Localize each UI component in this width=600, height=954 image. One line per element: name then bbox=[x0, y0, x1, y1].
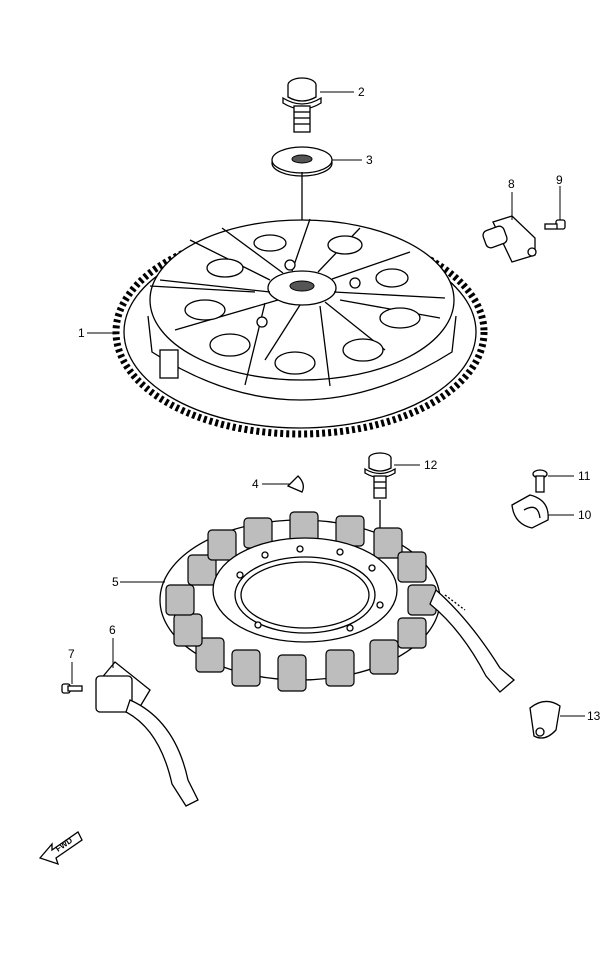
callout-9: 9 bbox=[556, 173, 563, 187]
part-9-screw[interactable] bbox=[544, 219, 566, 230]
callout-4: 4 bbox=[252, 477, 259, 491]
callout-5: 5 bbox=[112, 575, 119, 589]
callout-10: 10 bbox=[578, 508, 592, 522]
callout-3: 3 bbox=[366, 153, 373, 167]
part-10-clamp[interactable] bbox=[511, 494, 549, 529]
part-8-sensor[interactable] bbox=[482, 215, 537, 918]
callout-1: 1 bbox=[78, 326, 85, 340]
callout-2: 2 bbox=[358, 85, 365, 99]
part-11-screw[interactable] bbox=[532, 469, 548, 493]
callout-8: 8 bbox=[508, 177, 515, 191]
part-2-flywheel-bolt[interactable] bbox=[282, 77, 322, 133]
callout-13: 13 bbox=[587, 709, 600, 723]
part-6-pulser-coil[interactable] bbox=[95, 661, 199, 807]
callout-7: 7 bbox=[68, 647, 75, 661]
part-12-stator-bolt[interactable] bbox=[364, 452, 396, 499]
stator-coils bbox=[165, 511, 437, 692]
fwd-arrow-icon: FWD bbox=[38, 831, 83, 866]
part-7-screw[interactable] bbox=[61, 683, 83, 694]
part-3-washer[interactable] bbox=[271, 146, 333, 177]
leader-lines bbox=[71, 91, 585, 717]
part-1-flywheel[interactable] bbox=[112, 218, 488, 438]
callout-6: 6 bbox=[109, 623, 116, 637]
part-13-clip[interactable] bbox=[529, 700, 561, 739]
part-4-key[interactable] bbox=[286, 475, 304, 493]
part-5-stator[interactable] bbox=[159, 511, 515, 693]
callout-12: 12 bbox=[424, 458, 438, 472]
callout-11: 11 bbox=[578, 469, 591, 483]
